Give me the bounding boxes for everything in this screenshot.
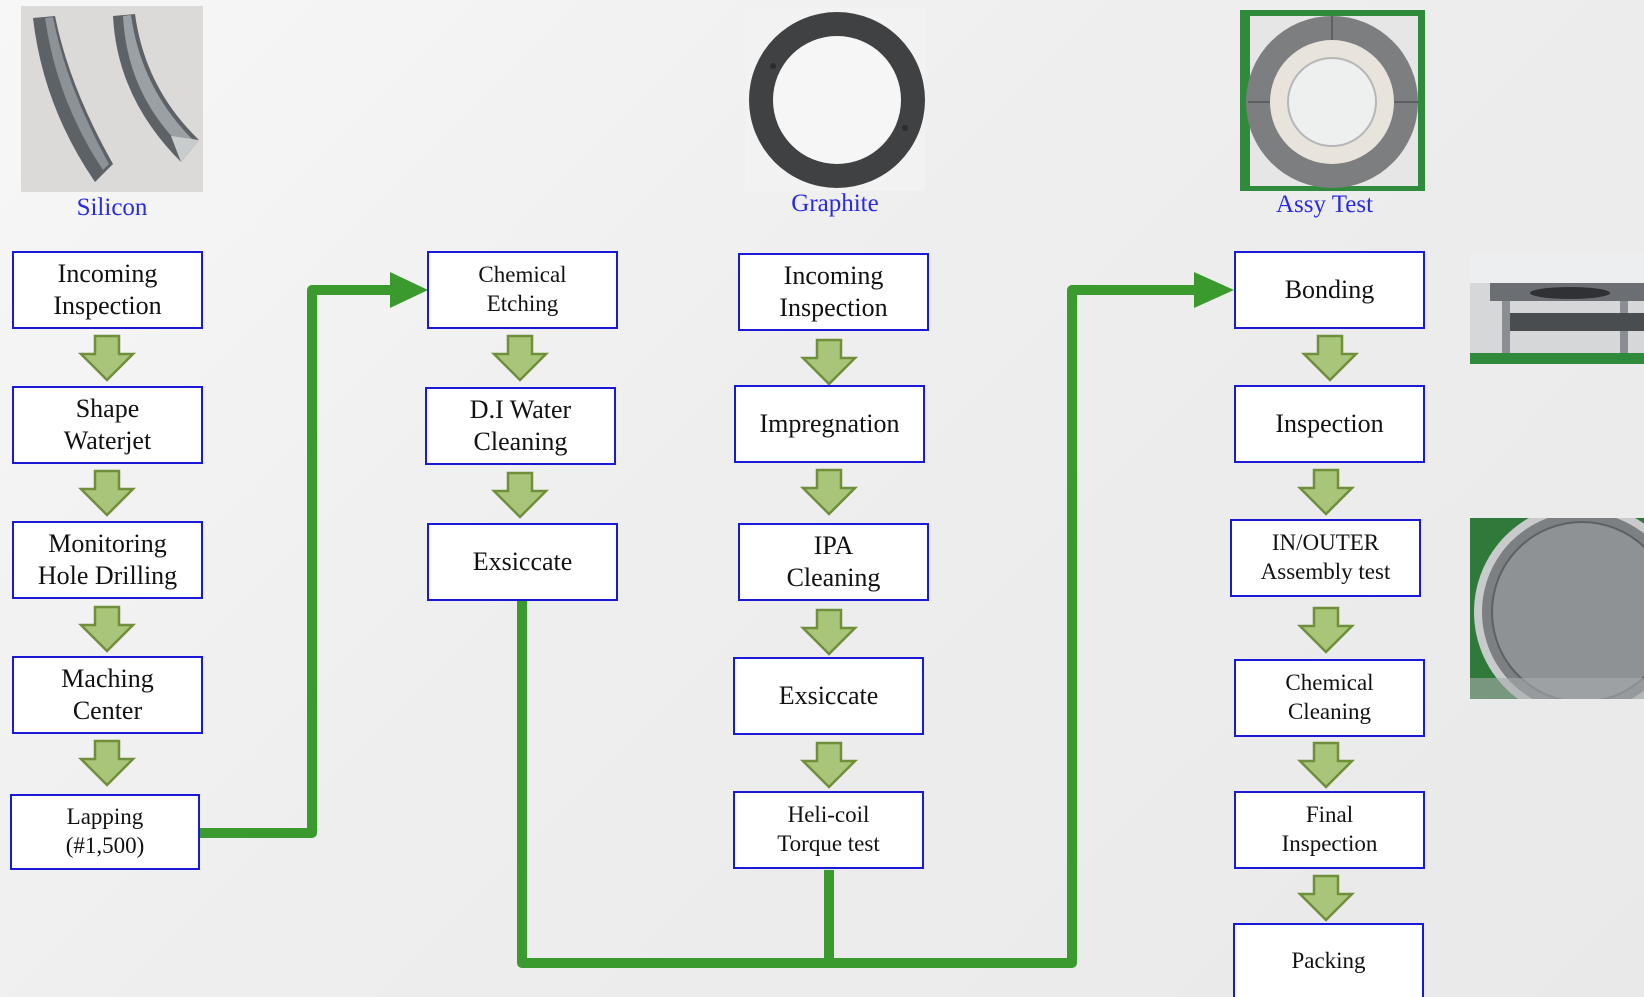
step-graphite-incoming-inspection: Incoming Inspection — [738, 253, 929, 331]
down-arrow-icon — [492, 334, 548, 382]
bonding-fixture-photo — [1470, 253, 1644, 364]
connector-etching-to-bonding — [517, 285, 1196, 968]
down-arrow-icon — [79, 605, 135, 653]
caption-silicon: Silicon — [76, 194, 148, 221]
step-chemical-etching: Chemical Etching — [427, 251, 618, 329]
step-bonding: Bonding — [1234, 251, 1425, 329]
down-arrow-icon — [1298, 874, 1354, 922]
step-chemical-cleaning: Chemical Cleaning — [1234, 659, 1425, 737]
bonded-ring-closeup-photo — [1470, 518, 1644, 699]
down-arrow-icon — [801, 468, 857, 516]
step-in-outer-assembly-test: IN/OUTER Assembly test — [1230, 519, 1421, 597]
caption-graphite: Graphite — [791, 190, 879, 217]
step-ipa-cleaning: IPA Cleaning — [738, 523, 929, 601]
step-monitoring-hole-drilling: Monitoring Hole Drilling — [12, 521, 203, 599]
step-inspection: Inspection — [1234, 385, 1425, 463]
step-heli-coil-torque-test: Heli-coil Torque test — [733, 791, 924, 869]
step-maching-center: Maching Center — [12, 656, 203, 734]
step-lapping: Lapping (#1,500) — [10, 794, 200, 870]
step-etching-exsiccate: Exsiccate — [427, 523, 618, 601]
down-arrow-icon — [79, 469, 135, 517]
assembly-ring-photo — [1240, 10, 1425, 191]
down-arrow-icon — [1302, 334, 1358, 382]
down-arrow-icon — [801, 338, 857, 386]
step-final-inspection: Final Inspection — [1234, 791, 1425, 869]
arrowhead-icon — [390, 272, 428, 308]
step-graphite-exsiccate: Exsiccate — [733, 657, 924, 735]
silicon-segments-photo — [21, 6, 203, 192]
connector-silicon-to-etching — [200, 285, 392, 838]
down-arrow-icon — [79, 739, 135, 787]
down-arrow-icon — [1298, 741, 1354, 789]
down-arrow-icon — [79, 334, 135, 382]
down-arrow-icon — [801, 608, 857, 656]
down-arrow-icon — [801, 741, 857, 789]
graphite-ring-photo — [745, 8, 925, 191]
step-silicon-incoming-inspection: Incoming Inspection — [12, 251, 203, 329]
down-arrow-icon — [1298, 606, 1354, 654]
down-arrow-icon — [492, 471, 548, 519]
step-impregnation: Impregnation — [734, 385, 925, 463]
caption-assy-test: Assy Test — [1275, 191, 1374, 218]
step-di-water-cleaning: D.I Water Cleaning — [425, 387, 616, 465]
step-packing: Packing — [1233, 923, 1424, 997]
arrowhead-icon — [1194, 272, 1234, 308]
down-arrow-icon — [1298, 468, 1354, 516]
step-shape-waterjet: Shape Waterjet — [12, 386, 203, 464]
